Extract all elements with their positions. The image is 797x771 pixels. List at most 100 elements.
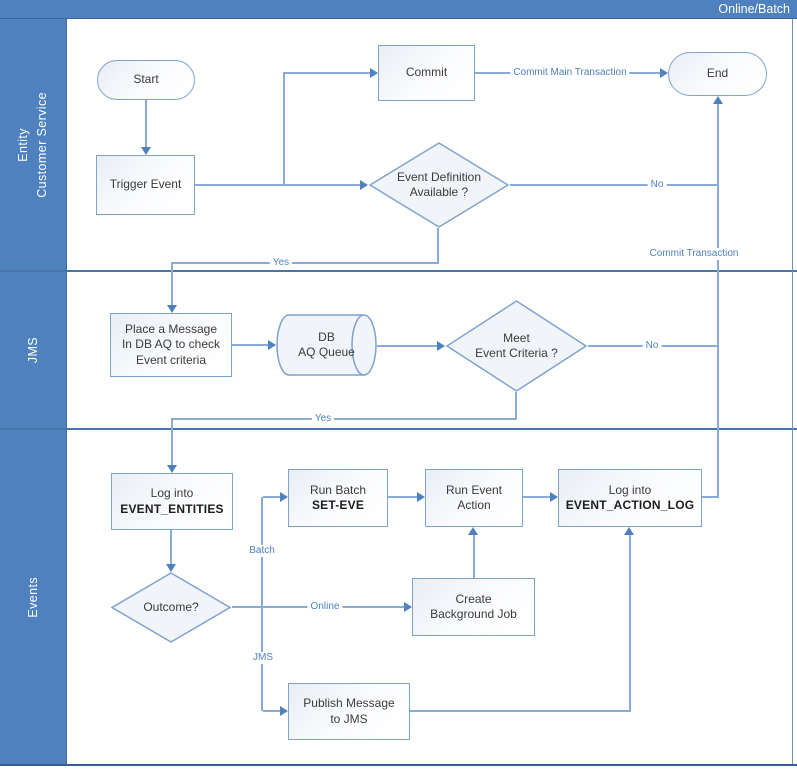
arrowhead-into-run-event-bottom	[468, 527, 478, 535]
arrowhead-into-event-definition	[360, 180, 368, 190]
node-label-line: Event Criteria ?	[475, 346, 558, 360]
node-label: Trigger Event	[109, 177, 182, 192]
node-run-event-action: Run Event Action	[425, 469, 523, 527]
lane-header-entity-customer-service: Entity Customer Service	[0, 19, 67, 270]
edge-event-definition-no	[510, 184, 719, 186]
edge-to-event-definition	[285, 184, 362, 186]
arrowhead-into-log-action-bottom	[624, 527, 634, 535]
node-label-line: Available ?	[409, 185, 469, 199]
arrowhead-into-create-bg	[404, 602, 412, 612]
arrowhead-into-run-event	[417, 492, 425, 502]
diamond-shape	[110, 572, 232, 643]
edge-createbg-to-runevent	[473, 534, 475, 578]
lane-separator	[0, 428, 797, 430]
diamond-shape	[445, 300, 588, 392]
node-label-line: Event criteria	[135, 352, 207, 367]
node-label-line: Run Event	[445, 482, 503, 497]
diagram-title-bar: Online/Batch	[0, 0, 797, 19]
edge-start-to-trigger	[145, 100, 147, 148]
node-place-message: Place a Message In DB AQ to check Event …	[110, 313, 232, 377]
lane-label-line: Entity	[16, 127, 31, 162]
arrowhead-into-outcome	[166, 564, 176, 572]
lane-label: JMS	[25, 336, 40, 364]
edge-publish-out-h	[410, 710, 631, 712]
edge-queue-to-criteria	[377, 345, 439, 347]
node-label-line: EVENT_ENTITIES	[120, 501, 224, 516]
node-label: Event Definition Available ?	[397, 170, 481, 201]
node-label-line: Log into	[150, 486, 194, 501]
arrowhead-into-run-batch	[280, 492, 288, 502]
lane-header-jms: JMS	[0, 272, 67, 428]
node-event-definition-decision: Event Definition Available ?	[368, 142, 510, 228]
node-label-line: Create	[455, 591, 492, 606]
diagram-title: Online/Batch	[718, 2, 790, 16]
node-label: End	[706, 66, 729, 81]
node-label-line: Event Definition	[396, 169, 482, 184]
node-label-line: Publish Message	[303, 696, 395, 711]
arrowhead-into-queue	[268, 340, 276, 350]
node-meet-criteria-decision: Meet Event Criteria ?	[445, 300, 588, 392]
edge-event-definition-yes-v1	[437, 228, 439, 264]
arrowhead-into-publish	[280, 706, 288, 716]
arrowhead-into-log-entities	[167, 465, 177, 473]
node-label-line: Run Batch	[309, 482, 367, 497]
node-publish-message-jms: Publish Message to JMS	[288, 683, 410, 740]
cylinder-shape	[276, 314, 377, 376]
edge-criteria-yes-v1	[515, 392, 517, 420]
edge-label-batch: Batch	[246, 545, 278, 557]
node-label: Meet Event Criteria ?	[475, 331, 558, 362]
node-create-background-job: Create Background Job	[412, 578, 535, 636]
node-start: Start	[97, 60, 195, 100]
edge-log-to-rail	[702, 496, 719, 498]
node-run-batch: Run Batch SET-EVE	[288, 469, 388, 527]
node-label-line: Action	[457, 498, 491, 512]
diagram-right-border	[792, 19, 793, 764]
node-label-line: SET-EVE	[311, 498, 365, 512]
node-trigger-event: Trigger Event	[96, 155, 195, 215]
edge-entities-to-outcome	[170, 530, 172, 566]
edge-trigger-out	[195, 184, 285, 186]
edge-jms-to-publish	[263, 710, 282, 712]
edge-event-definition-yes-v2	[171, 262, 173, 307]
arrowhead-into-criteria	[437, 341, 445, 351]
node-label: DB AQ Queue	[298, 330, 355, 361]
lane-label-line: Customer Service	[35, 91, 49, 198]
node-label-line: DB	[318, 329, 335, 344]
lane-label: Entity Customer Service	[14, 92, 52, 198]
diamond-shape	[368, 142, 510, 228]
edge-criteria-yes-v2	[171, 418, 173, 467]
diagram-bottom-border	[0, 764, 797, 766]
lane-separator	[0, 270, 797, 272]
edge-runevent-to-log	[523, 496, 552, 498]
edge-branch-to-commit-vertical	[283, 73, 285, 186]
node-db-aq-queue: DB AQ Queue	[276, 313, 377, 377]
node-end: End	[668, 52, 767, 96]
arrowhead-into-end	[660, 68, 668, 78]
arrowhead-into-commit	[370, 68, 378, 78]
edge-label-commit-main-transaction: Commit Main Transaction	[510, 67, 630, 79]
edge-criteria-yes-h	[171, 418, 517, 420]
node-label-line: EVENT_ACTION_LOG	[565, 498, 695, 512]
node-log-event-entities: Log into EVENT_ENTITIES	[111, 473, 233, 530]
node-label: Commit	[405, 65, 448, 80]
edge-label-no-meet-criteria: No	[642, 340, 662, 352]
edge-label-no-event-definition: No	[647, 179, 667, 191]
edge-to-commit	[283, 72, 372, 74]
edge-right-rail-to-end	[717, 104, 719, 498]
edge-publish-to-log-vertical	[629, 534, 631, 711]
node-label: Outcome?	[143, 599, 199, 614]
node-label: Start	[133, 72, 159, 87]
edge-outcome-out	[232, 606, 263, 608]
node-commit: Commit	[378, 45, 475, 101]
lane-header-events: Events	[0, 430, 67, 764]
lane-label: Events	[25, 576, 40, 618]
edge-runbatch-to-runevent	[388, 496, 419, 498]
edge-label-commit-transaction: Commit Transaction	[646, 248, 742, 260]
node-label-line: In DB AQ to check	[121, 337, 221, 352]
edge-label-jms: JMS	[250, 652, 276, 664]
node-label-line: Place a Message	[124, 321, 218, 336]
node-outcome-decision: Outcome?	[110, 572, 232, 643]
node-label-line: Log into	[608, 482, 652, 497]
node-log-event-action-log: Log into EVENT_ACTION_LOG	[558, 469, 702, 527]
